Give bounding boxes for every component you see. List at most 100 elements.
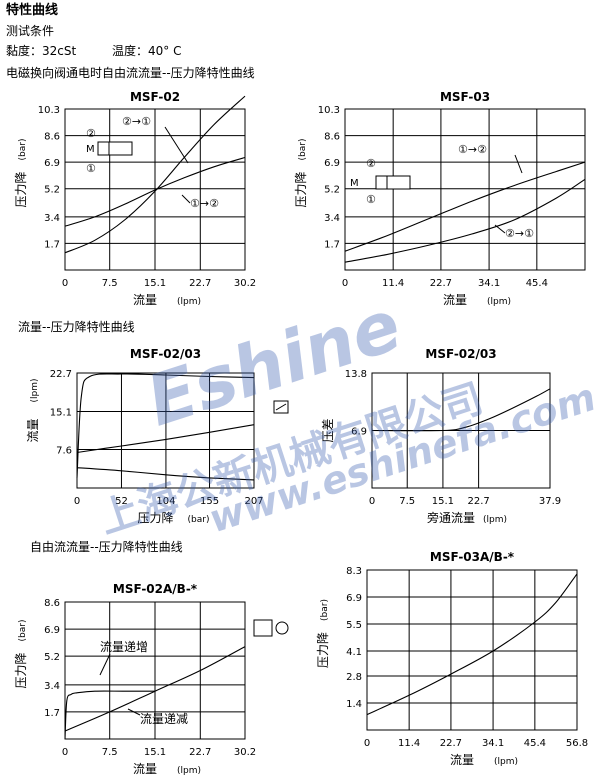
check-valve-symbol xyxy=(253,619,273,637)
x-tick-label: 7.5 xyxy=(102,278,118,289)
port-label: ② xyxy=(366,157,376,170)
y-tick-label: 8.6 xyxy=(324,132,340,143)
x-tick-label: 22.7 xyxy=(189,278,211,289)
series-line xyxy=(64,95,246,254)
x-axis-unit: (lpm) xyxy=(494,757,518,767)
annotation-label: 流量递增 xyxy=(100,640,148,654)
y-axis-unit: (bar) xyxy=(320,599,330,621)
annotation-leader xyxy=(181,194,191,204)
annotation-leader xyxy=(514,154,523,174)
annotation-leader xyxy=(164,126,189,164)
port-label: ① xyxy=(86,162,96,175)
x-tick-label: 0 xyxy=(364,738,370,749)
annotation-label: ①→② xyxy=(458,143,487,156)
valve-symbol-box xyxy=(375,175,411,190)
x-tick-label: 15.1 xyxy=(432,496,454,507)
series-group xyxy=(371,388,551,432)
series-line xyxy=(371,388,551,432)
y-tick-label: 3.4 xyxy=(324,213,340,224)
x-tick-label: 22.7 xyxy=(440,738,462,749)
y-tick-label: 8.6 xyxy=(44,132,60,143)
annotation-leader xyxy=(494,224,506,234)
annotation-leader xyxy=(127,708,141,716)
series-line xyxy=(76,467,255,481)
y-tick-label: 5.2 xyxy=(44,652,60,663)
x-tick-label: 0 xyxy=(342,278,348,289)
series-line xyxy=(76,424,255,454)
x-axis-label: 流量 xyxy=(443,293,467,307)
y-axis-label: 压力降 xyxy=(14,171,28,207)
y-tick-label: 1.4 xyxy=(346,699,362,710)
y-axis-unit: (bar) xyxy=(18,139,28,161)
y-tick-label: 3.4 xyxy=(44,681,60,692)
x-tick-label: 0 xyxy=(62,747,68,758)
temperature-label: 温度：40° C xyxy=(112,44,182,58)
valve-symbol-coil: M xyxy=(86,144,95,155)
series-line xyxy=(76,373,255,478)
port-label: ① xyxy=(366,193,376,206)
valve-symbol-coil: M xyxy=(350,178,359,189)
y-tick-label: 10.3 xyxy=(38,105,60,116)
series-group xyxy=(64,95,246,254)
series-line xyxy=(344,161,586,252)
annotation-label: 流量递减 xyxy=(140,712,188,726)
series-line xyxy=(64,646,246,732)
x-axis-unit: (bar) xyxy=(188,515,210,525)
chart-title: MSF-02A/B-* xyxy=(113,582,198,596)
chart-title: MSF-02 xyxy=(130,90,180,104)
x-tick-label: 11.4 xyxy=(382,278,404,289)
valve-symbol-box xyxy=(97,141,133,156)
x-tick-label: 15.1 xyxy=(144,747,166,758)
y-axis-label: 压差 xyxy=(321,418,335,442)
series-group xyxy=(76,373,255,481)
plot-frame xyxy=(366,569,578,731)
x-axis-unit: (lpm) xyxy=(177,297,201,307)
y-axis-unit: (bar) xyxy=(298,139,308,161)
y-tick-label: 1.7 xyxy=(324,239,340,250)
relief-valve-arrow xyxy=(275,403,287,411)
annotation-leader xyxy=(99,653,111,676)
y-axis-label: 流量 xyxy=(26,418,40,442)
series-group xyxy=(344,161,586,263)
series-group xyxy=(64,646,246,740)
check-valve-ball xyxy=(275,621,289,635)
series-line xyxy=(64,690,155,740)
series-line xyxy=(366,573,578,716)
x-axis-unit: (lpm) xyxy=(177,766,201,776)
x-tick-label: 104 xyxy=(156,496,175,507)
x-axis-unit: (lpm) xyxy=(483,515,507,525)
x-axis-label: 流量 xyxy=(133,293,157,307)
annotation-label: ①→② xyxy=(190,197,219,210)
y-tick-label: 6.9 xyxy=(351,427,367,438)
section2-title: 流量--压力降特性曲线 xyxy=(18,320,135,334)
y-tick-label: 8.3 xyxy=(346,566,362,577)
y-tick-label: 2.8 xyxy=(346,672,362,683)
y-tick-label: 13.8 xyxy=(345,369,367,380)
y-tick-label: 6.9 xyxy=(44,625,60,636)
x-tick-label: 45.4 xyxy=(526,278,548,289)
y-axis-unit: (bar) xyxy=(18,620,28,642)
x-axis-label: 流量 xyxy=(450,753,474,767)
x-tick-label: 34.1 xyxy=(482,738,504,749)
series-line xyxy=(344,178,586,263)
x-tick-label: 30.2 xyxy=(234,278,256,289)
y-axis-label: 压力降 xyxy=(316,632,330,668)
y-axis-unit: (lpm) xyxy=(30,378,40,402)
y-tick-label: 22.7 xyxy=(50,369,72,380)
annotation-label: ②→① xyxy=(505,227,534,240)
y-tick-label: 5.2 xyxy=(324,185,340,196)
x-tick-label: 0 xyxy=(74,496,80,507)
y-tick-label: 15.1 xyxy=(50,408,72,419)
x-tick-label: 22.7 xyxy=(467,496,489,507)
y-tick-label: 1.7 xyxy=(44,708,60,719)
x-tick-label: 0 xyxy=(62,278,68,289)
x-tick-label: 45.4 xyxy=(524,738,546,749)
x-tick-label: 52 xyxy=(115,496,128,507)
chart-title: MSF-02/03 xyxy=(130,347,201,361)
x-axis-unit: (lpm) xyxy=(487,297,511,307)
x-tick-label: 0 xyxy=(369,496,375,507)
